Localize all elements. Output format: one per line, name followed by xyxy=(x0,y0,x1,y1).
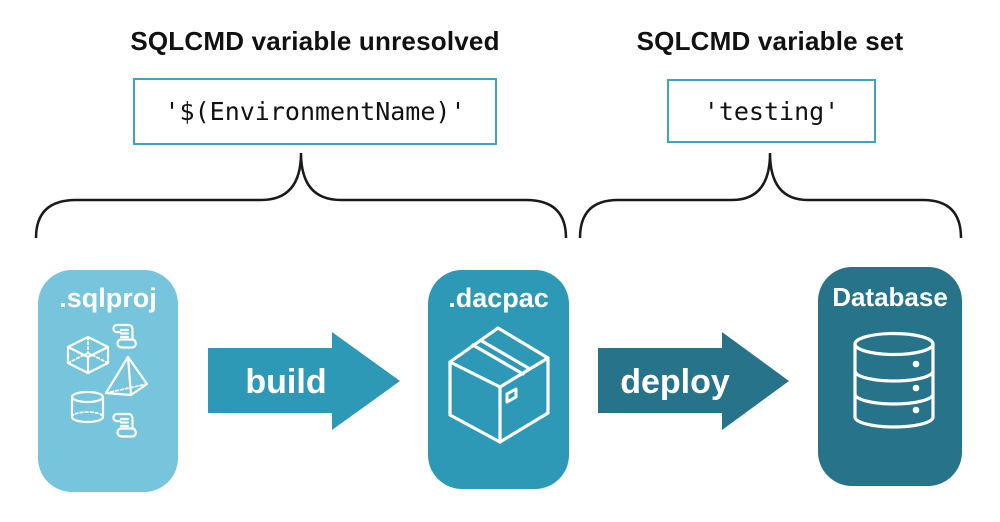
brace-left xyxy=(34,152,568,239)
stage-card-sqlproj: .sqlproj xyxy=(38,270,178,492)
pyramid-icon xyxy=(104,355,149,397)
build-arrow-label: build xyxy=(245,363,326,401)
stage-label-dacpac: .dacpac xyxy=(448,283,549,313)
sqlproj-objects-icons xyxy=(66,323,149,438)
cube-icon xyxy=(66,335,110,375)
heading-variable-unresolved: SQLCMD variable unresolved xyxy=(130,26,500,56)
code-box-testing-value: 'testing' xyxy=(667,79,876,143)
stage-card-dacpac: .dacpac xyxy=(428,270,569,489)
heading-variable-set: SQLCMD variable set xyxy=(636,26,904,56)
stage-card-database: Database xyxy=(818,267,962,486)
scroll-icon xyxy=(112,412,137,438)
deploy-arrow-label: deploy xyxy=(620,363,730,401)
code-box-environment-variable: '$(EnvironmentName)' xyxy=(133,78,497,145)
code-text-testing-value: 'testing' xyxy=(703,96,840,126)
build-arrow: build xyxy=(208,332,400,430)
database-dot xyxy=(912,360,920,368)
cylinder-icon xyxy=(70,390,105,424)
code-text-environment-variable: '$(EnvironmentName)' xyxy=(164,97,466,126)
scroll-icon xyxy=(112,323,137,349)
brace-right xyxy=(578,152,963,239)
database-icon xyxy=(853,331,935,429)
database-dot xyxy=(912,384,920,392)
package-box-icon xyxy=(448,326,550,444)
stage-label-sqlproj: .sqlproj xyxy=(59,283,157,313)
stage-label-database: Database xyxy=(832,282,948,312)
deploy-arrow: deploy xyxy=(598,332,789,430)
database-dot xyxy=(912,406,920,414)
